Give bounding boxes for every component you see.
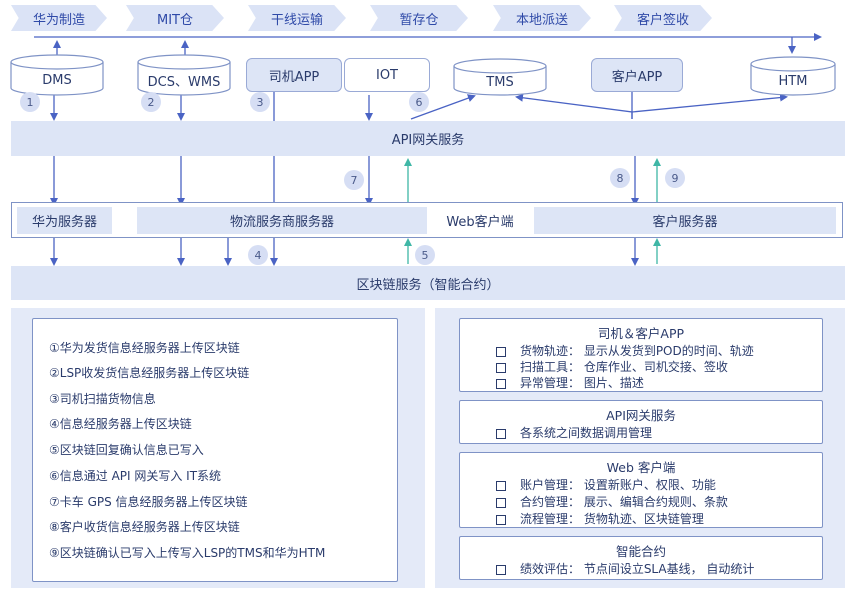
dcs-wms-label: DCS、WMS [147,74,221,90]
huawei-server-label: 华为服务器 [31,215,97,230]
checkbox-icon [496,497,506,508]
driver-app-label: 司机APP [268,69,320,85]
feature-row: 账户管理： 设置新账户、权限、功能 [496,476,716,493]
stage-mit-warehouse: MIT仓 [126,5,224,31]
dms-label: DMS [42,72,72,88]
step-8-marker: 8 [610,168,630,188]
logistics-server-block: 物流服务商服务器 [137,207,427,234]
feature-row-text: 流程管理： 货物轨迹、区块链管理 [520,512,704,526]
feature-row-text: 各系统之间数据调用管理 [520,426,653,440]
feature-row: 扫描工具： 仓库作业、司机交接、签收 [496,358,728,375]
checkbox-icon [496,378,506,389]
stage-local-delivery: 本地派送 [493,5,591,31]
driver-app-box: 司机APP [246,58,342,92]
web-client-label: Web客户端 [446,215,514,230]
feature-card-apps: 司机＆客户APP 货物轨迹： 显示从发货到POD的时间、轨迹 扫描工具： 仓库作… [459,318,823,392]
step-4-marker: 4 [248,245,268,265]
step-1-marker: 1 [20,92,40,112]
feature-row-text: 货物轨迹： 显示从发货到POD的时间、轨迹 [520,344,754,358]
customer-server-label: 客户服务器 [652,215,718,230]
feature-row: 合约管理： 展示、编辑合约规则、条款 [496,493,728,510]
logistics-server-label: 物流服务商服务器 [229,215,334,230]
api-gateway-label: API网关服务 [391,133,465,148]
dms-database: DMS [11,69,103,91]
api-gateway-layer: API网关服务 [11,121,845,156]
legend-step-8: ⑧客户收货信息经服务器上传区块链 [49,520,240,534]
feature-row: 绩效评估： 节点间设立SLA基线， 自动统计 [496,560,754,577]
steps-legend-box: ①华为发货信息经服务器上传区块链 ②LSP收发货信息经服务器上传区块链 ③司机扫… [32,318,398,582]
feature-card-contract-title: 智能合约 [615,544,666,559]
feature-row-text: 绩效评估： 节点间设立SLA基线， 自动统计 [520,562,755,576]
tms-label: TMS [486,74,514,90]
stage-temporary-warehouse: 暂存仓 [370,5,468,31]
step-6-marker: 6 [409,92,429,112]
feature-card-api-gateway: API网关服务 各系统之间数据调用管理 [459,400,823,444]
features-panel: 司机＆客户APP 货物轨迹： 显示从发货到POD的时间、轨迹 扫描工具： 仓库作… [435,308,845,588]
legend-step-5: ⑤区块链回复确认信息已写入 [49,443,204,457]
legend-step-7: ⑦卡车 GPS 信息经服务器上传区块链 [49,495,248,509]
stage-customer-receipt: 客户签收 [614,5,712,31]
htm-label: HTM [778,73,808,89]
feature-card-smart-contract: 智能合约 绩效评估： 节点间设立SLA基线， 自动统计 [459,536,823,580]
iot-box: IOT [344,58,430,92]
huawei-server-block: 华为服务器 [17,207,112,234]
stage-trunk-transport: 干线运输 [248,5,346,31]
feature-card-apps-title: 司机＆客户APP [597,326,685,341]
feature-row-text: 异常管理： 图片、描述 [520,376,644,390]
web-client-block: Web客户端 [432,207,528,234]
dcs-wms-database: DCS、WMS [138,69,230,91]
customer-app-label: 客户APP [611,69,663,85]
step-5-marker: 5 [415,245,435,265]
customer-server-block: 客户服务器 [534,207,836,234]
htm-database: HTM [751,70,835,92]
step-7-marker: 7 [344,170,364,190]
feature-row-text: 合约管理： 展示、编辑合约规则、条款 [520,495,728,509]
legend-step-4: ④信息经服务器上传区块链 [49,417,192,431]
feature-row-text: 扫描工具： 仓库作业、司机交接、签收 [520,360,728,374]
checkbox-icon [496,514,506,525]
legend-step-6: ⑥信息通过 API 网关写入 IT系统 [49,469,222,483]
blockchain-label: 区块链服务（智能合约） [356,277,500,293]
feature-row: 异常管理： 图片、描述 [496,374,644,391]
customer-app-box: 客户APP [591,58,683,92]
blockchain-layer: 区块链服务（智能合约） [11,266,845,300]
checkbox-icon [496,346,506,357]
checkbox-icon [496,428,506,439]
legend-step-9: ⑨区块链确认已写入上传写入LSP的TMS和华为HTM [49,546,326,560]
legend-step-3: ③司机扫描货物信息 [49,392,156,406]
step-9-marker: 9 [665,168,685,188]
feature-row: 各系统之间数据调用管理 [496,424,652,441]
feature-row: 流程管理： 货物轨迹、区块链管理 [496,510,704,527]
feature-row-text: 账户管理： 设置新账户、权限、功能 [520,478,716,492]
step-2-marker: 2 [141,92,161,112]
step-3-marker: 3 [250,92,270,112]
steps-legend-panel: ①华为发货信息经服务器上传区块链 ②LSP收发货信息经服务器上传区块链 ③司机扫… [11,308,425,588]
feature-card-api-title: API网关服务 [606,408,676,423]
feature-card-web-title: Web 客户端 [606,460,676,475]
checkbox-icon [496,362,506,373]
feature-row: 货物轨迹： 显示从发货到POD的时间、轨迹 [496,342,754,359]
legend-step-2: ②LSP收发货信息经服务器上传区块链 [49,366,250,380]
checkbox-icon [496,564,506,575]
iot-label: IOT [375,67,398,83]
tms-database: TMS [454,72,546,92]
checkbox-icon [496,480,506,491]
stage-huawei-manufacturing: 华为制造 [11,5,107,31]
feature-card-web-client: Web 客户端 账户管理： 设置新账户、权限、功能 合约管理： 展示、编辑合约规… [459,452,823,528]
legend-step-1: ①华为发货信息经服务器上传区块链 [49,341,240,355]
